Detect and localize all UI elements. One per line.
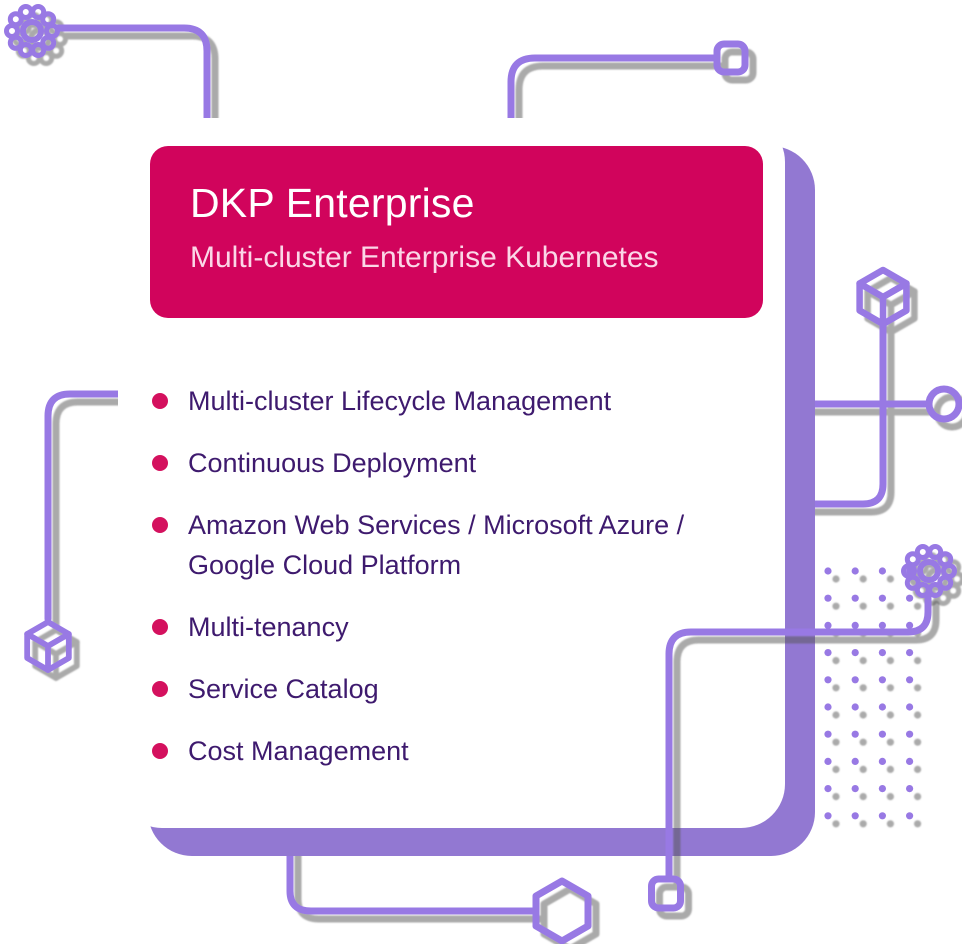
dot	[824, 649, 832, 657]
circuit-line-top-left	[54, 24, 211, 132]
dot	[906, 621, 914, 630]
dot	[851, 676, 859, 684]
circle-node-icon-right	[925, 385, 962, 423]
dot	[824, 676, 832, 684]
bullet-icon	[152, 681, 168, 697]
feature-item: Cost Management	[152, 731, 785, 771]
dot	[824, 757, 832, 766]
dot	[851, 621, 859, 630]
bullet-icon	[152, 455, 168, 471]
feature-item: Service Catalog	[152, 669, 785, 709]
card-title: DKP Enterprise	[190, 180, 475, 226]
feature-label: Continuous Deployment	[188, 448, 477, 478]
feature-item: Multi-cluster Lifecycle Management	[152, 381, 785, 421]
dot	[906, 676, 914, 684]
circuit-line-bottom	[286, 840, 537, 915]
dot-grid	[824, 567, 914, 820]
dot	[878, 703, 887, 711]
feature-label: Amazon Web Services / Microsoft Azure / …	[188, 510, 685, 580]
square-node-icon-top	[713, 40, 749, 76]
circuit-line-right-cube	[794, 321, 887, 508]
dot	[906, 594, 914, 602]
dot	[851, 703, 859, 711]
dot	[824, 594, 832, 602]
cube-icon-right	[860, 270, 907, 324]
dot	[851, 812, 859, 820]
bullet-icon	[152, 619, 168, 635]
dot	[906, 757, 914, 766]
card-header: DKP Enterprise Multi-cluster Enterprise …	[150, 146, 763, 318]
feature-label: Multi-tenancy	[188, 612, 349, 642]
feature-list: Multi-cluster Lifecycle Management Conti…	[152, 381, 785, 771]
dot	[878, 730, 887, 738]
bullet-icon	[152, 743, 168, 759]
dot	[878, 757, 887, 766]
feature-item: Multi-tenancy	[152, 607, 785, 647]
dot	[824, 812, 832, 820]
dot	[878, 567, 887, 575]
dot	[906, 730, 914, 738]
feature-label: Service Catalog	[188, 674, 379, 704]
dot	[851, 757, 859, 766]
dot	[878, 649, 887, 657]
dot	[824, 621, 832, 630]
feature-item: Amazon Web Services / Microsoft Azure / …	[152, 505, 785, 585]
bullet-icon	[152, 393, 168, 409]
feature-label: Cost Management	[188, 736, 409, 766]
dot	[824, 730, 832, 738]
dot	[851, 567, 859, 575]
dot	[851, 649, 859, 657]
gear-icon-top-left	[7, 7, 58, 56]
circuit-line-left	[44, 390, 129, 623]
dot	[906, 703, 914, 711]
gear-icon-right	[904, 547, 955, 596]
bullet-icon	[152, 517, 168, 533]
dot	[906, 785, 914, 793]
dot	[878, 621, 887, 630]
feature-label: Multi-cluster Lifecycle Management	[188, 386, 612, 416]
dot	[906, 567, 914, 575]
card-subtitle: Multi-cluster Enterprise Kubernetes	[190, 241, 659, 275]
dot	[906, 649, 914, 657]
dot	[824, 703, 832, 711]
dot	[851, 594, 859, 602]
dot	[878, 785, 887, 793]
product-card: DKP Enterprise Multi-cluster Enterprise …	[118, 118, 785, 828]
dot	[851, 785, 859, 793]
dot	[851, 730, 859, 738]
dot	[824, 785, 832, 793]
cube-icon-left	[27, 622, 69, 670]
dot	[906, 812, 914, 820]
dot	[824, 567, 832, 575]
feature-item: Continuous Deployment	[152, 443, 785, 483]
dot	[878, 594, 887, 602]
dot	[878, 676, 887, 684]
hexagon-icon-bottom	[536, 881, 588, 941]
dot	[878, 812, 887, 820]
square-node-icon-bottom	[648, 875, 684, 912]
